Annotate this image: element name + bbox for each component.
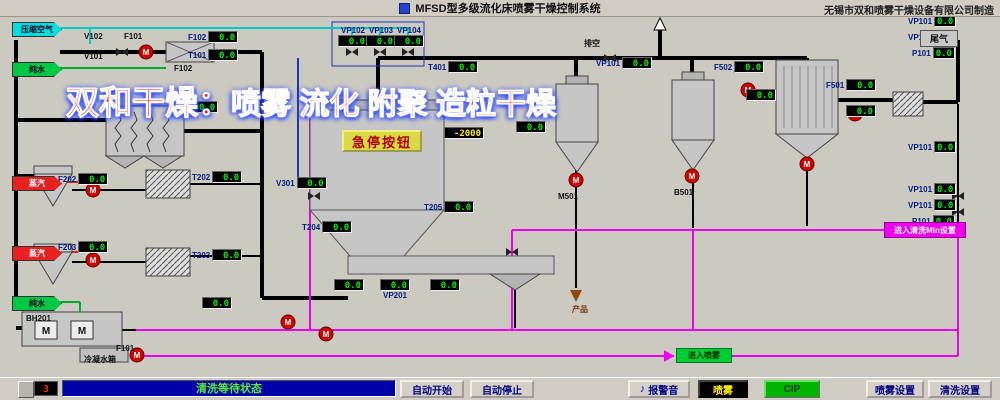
motor-icon: M <box>70 320 94 340</box>
pump-icon: M <box>85 182 101 198</box>
pump-icon: M <box>684 168 700 184</box>
valve-icon <box>402 48 414 56</box>
svg-text:M: M <box>90 256 97 265</box>
svg-text:M: M <box>804 160 811 169</box>
pump-icon: M <box>568 172 584 188</box>
svg-text:M: M <box>689 172 696 181</box>
flow-arrows <box>570 16 674 362</box>
motor-icon: M <box>34 320 58 340</box>
vent-arrow <box>653 16 667 31</box>
clean-settings-button[interactable]: 清洗设置 <box>928 380 992 398</box>
air-heater <box>165 41 215 63</box>
pipes-compressed-air <box>58 27 410 44</box>
watermark-text: 双和干燥：喷雾 流化 附聚 造粒干燥 <box>66 76 557 124</box>
valve-icon <box>346 48 358 56</box>
title-bar: MFSD型多级流化床喷雾干燥控制系统 无锡市双和喷雾干燥设备有限公司制造 <box>0 0 1000 17</box>
spray-button[interactable]: 喷雾 <box>698 380 748 398</box>
svg-text:M: M <box>42 326 50 337</box>
pump-icon: M <box>85 252 101 268</box>
pump-icon: M <box>280 314 296 330</box>
heat-exchanger-1 <box>145 169 191 199</box>
valve-icon <box>604 54 616 62</box>
emergency-stop-button[interactable]: 急停按钮 <box>342 130 422 152</box>
timer-setting-box[interactable]: 进入清洗Min设置 <box>884 222 966 238</box>
silencer <box>892 91 924 117</box>
spray-state-box: 进入喷雾 <box>676 348 732 363</box>
svg-text:M: M <box>573 176 580 185</box>
pipes-liquid <box>136 117 959 357</box>
svg-text:M: M <box>323 330 330 339</box>
svg-text:M: M <box>90 186 97 195</box>
condensate-tank <box>79 347 129 363</box>
pump-icon: M <box>318 326 334 342</box>
fluid-bed <box>347 255 555 291</box>
hopper-1 <box>555 75 599 173</box>
valve-icon <box>506 248 518 256</box>
status-message: 清洗等待状态 <box>62 380 396 397</box>
spray-tower <box>308 99 446 257</box>
pump-icon: M <box>740 82 756 98</box>
svg-text:M: M <box>78 326 86 337</box>
watermark-slogan: 喷雾 流化 附聚 造粒干燥 <box>230 88 557 122</box>
pump-icon: M <box>138 44 154 60</box>
auto-start-button[interactable]: 自动开始 <box>400 380 464 398</box>
product-arrow <box>570 290 582 302</box>
alarm-button-label: 报警音 <box>648 385 679 397</box>
alarm-icon: ♪ <box>639 383 646 395</box>
cyclone-feeder-2 <box>33 243 73 285</box>
pump-icon: M <box>847 106 863 122</box>
dynamic-symbols: M M M M M M M M M M M M M <box>34 44 964 363</box>
cip-button[interactable]: CIP <box>764 380 820 398</box>
manufacturer-text: 无锡市双和喷雾干燥设备有限公司制造 <box>824 6 994 17</box>
svg-text:M: M <box>285 318 292 327</box>
svg-text:M: M <box>745 86 752 95</box>
pump-icon: M <box>799 156 815 172</box>
counter-icon <box>18 381 34 398</box>
feed-arrow <box>664 350 674 362</box>
svg-text:M: M <box>852 110 859 119</box>
svg-text:M: M <box>134 351 141 360</box>
spray-settings-button[interactable]: 喷雾设置 <box>866 380 924 398</box>
valve-icon <box>308 192 320 200</box>
control-bar: 3 清洗等待状态 自动开始 自动停止 ♪ 报警音 喷雾 CIP 喷雾设置 清洗设… <box>0 377 1000 400</box>
pump-icon: M <box>129 347 145 363</box>
bag-filter <box>774 59 840 159</box>
hopper-2 <box>671 71 715 171</box>
dust-collector <box>104 105 185 169</box>
cyclone-feeder-1 <box>33 165 73 207</box>
equipment-vessels <box>21 41 924 363</box>
svg-text:M: M <box>143 48 150 57</box>
page-title: MFSD型多级流化床喷雾干燥控制系统 <box>415 3 601 15</box>
auto-stop-button[interactable]: 自动停止 <box>470 380 534 398</box>
watermark-brand: 双和干燥： <box>66 84 232 122</box>
window-icon <box>399 2 411 14</box>
alarm-sound-button[interactable]: ♪ 报警音 <box>628 380 690 398</box>
exhaust-gas-tag: 尾气 <box>920 30 958 47</box>
cycle-counter-display: 3 <box>34 381 58 396</box>
valve-icon <box>116 48 128 56</box>
heat-exchanger-2 <box>145 247 191 277</box>
valve-icon <box>374 48 386 56</box>
